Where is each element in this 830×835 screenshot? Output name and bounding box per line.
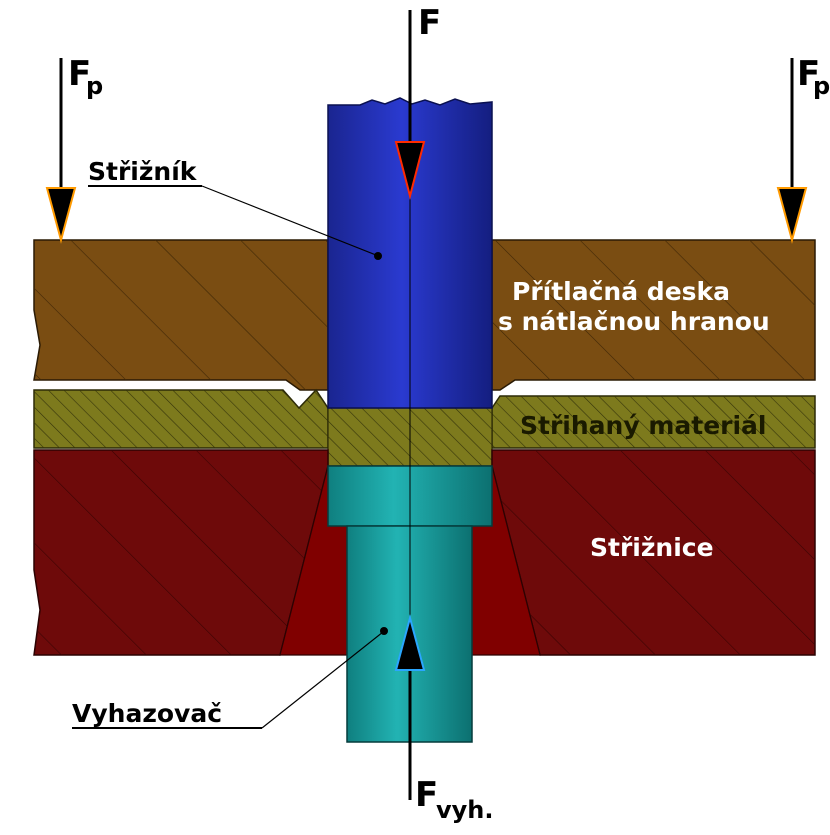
force-subscript-ejector: vyh. (436, 796, 494, 824)
force-arrow-ejector: F vyh. (394, 614, 494, 824)
force-arrow-pressure-left: F p (45, 54, 103, 244)
force-subscript-pressure-left: p (86, 72, 103, 100)
ejector-leader (72, 627, 388, 729)
sheared-material-label: Střihaný materiál (520, 411, 766, 440)
die-label: Střižnice (590, 533, 714, 562)
pressure-plate (33, 239, 816, 391)
ejector-label: Vyhazovač (72, 699, 222, 728)
force-label-ejector: F (415, 775, 438, 815)
force-arrow-main: F (394, 3, 441, 200)
pressure-plate-label-line1: Přítlačná deska (512, 277, 730, 306)
force-subscript-pressure-right: p (813, 72, 830, 100)
force-label-pressure-right: F (797, 54, 820, 94)
force-arrow-pressure-right: F p (776, 54, 830, 244)
punch-label: Střižník (88, 157, 198, 186)
force-label-main: F (418, 3, 441, 43)
pressure-plate-label-line2: s nátlačnou hranou (498, 307, 770, 336)
punch-leader (88, 185, 382, 260)
force-label-pressure-left: F (68, 54, 91, 94)
